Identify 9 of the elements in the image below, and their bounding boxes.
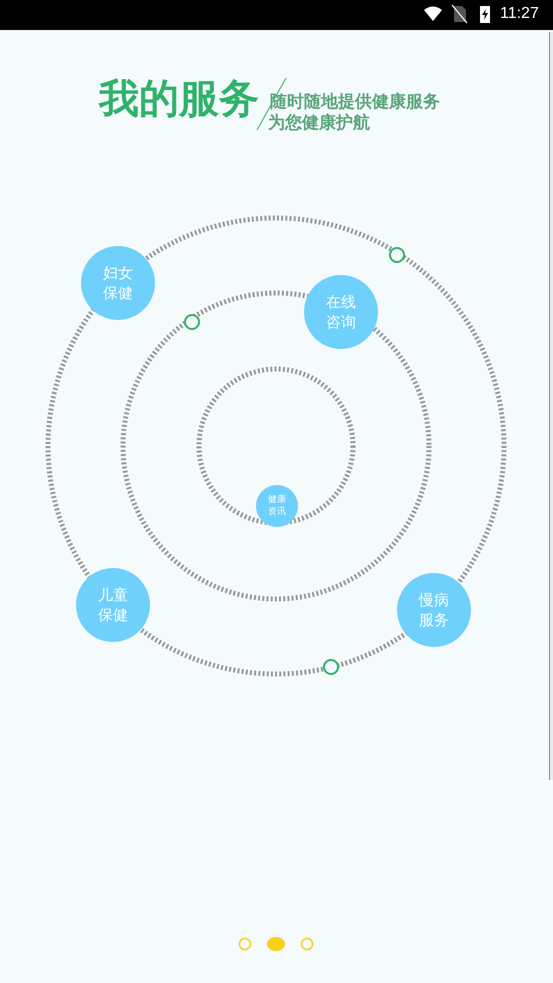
bubble-label: 在线咨询 [325,292,357,332]
bubble-label: 儿童保健 [97,584,129,626]
bubble-label: 妇女保健 [102,262,134,304]
subtitle: 为您健康护航 [268,113,370,133]
bubble-label: 慢病服务 [418,590,450,630]
service-bubble [256,485,298,527]
title: 我的服务 [99,75,259,124]
bubble-label: 健康资讯 [267,494,287,518]
status-time: 11:27 [500,5,539,23]
